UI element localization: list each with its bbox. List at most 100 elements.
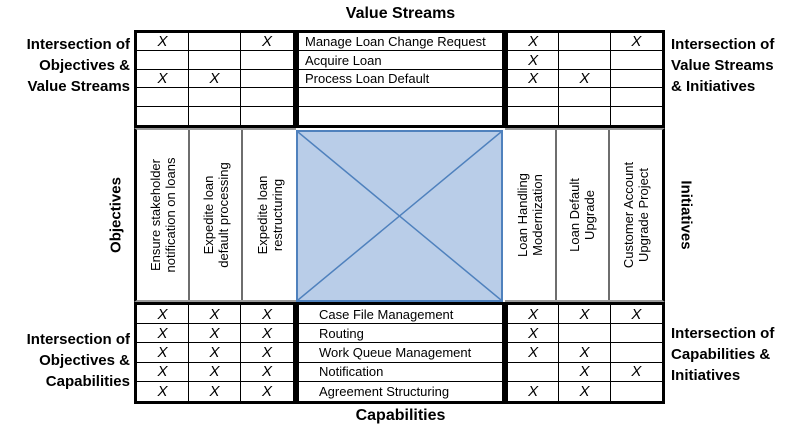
initiative-column-label: Loan Default Upgrade — [567, 178, 598, 252]
value-stream-item: Acquire Loan — [299, 51, 502, 70]
matrix-cell — [508, 106, 560, 125]
matrix-cell: X — [137, 305, 189, 325]
matrix-cell: X — [189, 343, 241, 363]
matrix-cell — [611, 382, 662, 401]
matrix-cell: X — [610, 363, 662, 382]
matrix-cell: X — [241, 324, 293, 344]
objective-column-label: Expedite loan restructuring — [254, 175, 285, 255]
capability-item: Routing — [299, 324, 502, 344]
matrix-cell — [189, 106, 241, 125]
matrix-cell: X — [508, 305, 560, 325]
matrix-objectives-capabilities: X X X X X X X X X X X X X X X — [134, 302, 296, 404]
matrix-cell: X — [137, 343, 189, 363]
objective-column-label: Expedite loan default processing — [200, 162, 231, 268]
matrix-cell — [508, 362, 560, 382]
matrix-cell: X — [137, 381, 189, 401]
matrix-cell — [559, 88, 611, 107]
capability-item: Notification — [299, 363, 502, 382]
matrix-cell: X — [559, 69, 611, 89]
value-stream-item: Manage Loan Change Request — [299, 33, 502, 52]
matrix-cell: X — [508, 343, 560, 363]
matrix-cell: X — [508, 33, 560, 52]
matrix-cell: X — [559, 362, 611, 382]
initiative-column-label: Loan Handling Modernization — [515, 173, 546, 257]
matrix-cell: X — [610, 33, 662, 52]
matrix-cell — [241, 88, 293, 107]
matrix-cell — [610, 324, 662, 344]
capabilities-list: Case File Management Routing Work Queue … — [296, 302, 505, 404]
objective-column-label: Ensure stakeholder notification on loans — [147, 157, 178, 273]
initiative-column: Loan Default Upgrade — [557, 130, 610, 300]
matrix-cell — [189, 51, 241, 70]
label-intersection-objectives-value-streams: Intersection of Objectives & Value Strea… — [26, 36, 130, 95]
initiatives-column-headers: Loan Handling Modernization Loan Default… — [505, 128, 665, 302]
capabilities-title: Capabilities — [355, 407, 446, 424]
matrix-cell — [559, 33, 611, 52]
matrix-cell — [137, 88, 189, 107]
objectives-column-headers: Ensure stakeholder notification on loans… — [134, 128, 296, 302]
matrix-cell — [610, 70, 662, 89]
matrix-cell — [241, 107, 293, 125]
matrix-cell — [611, 107, 662, 125]
matrix-cell — [241, 51, 293, 70]
objective-column: Ensure stakeholder notification on loans — [137, 130, 190, 300]
objectives-side-title-text: Objectives — [107, 177, 125, 253]
diagonal-cross-box — [296, 130, 503, 302]
matrix-cell: X — [559, 305, 611, 325]
initiative-column: Customer Account Upgrade Project — [610, 130, 662, 300]
matrix-cell: X — [189, 69, 241, 89]
matrix-cell: X — [508, 324, 560, 344]
cross-diagonals-icon — [298, 132, 501, 300]
matrix-cell: X — [508, 69, 560, 89]
matrix-cell: X — [137, 324, 189, 344]
capability-item: Work Queue Management — [299, 343, 502, 363]
initiative-column: Loan Handling Modernization — [505, 130, 558, 300]
matrix-cell — [610, 88, 662, 107]
value-stream-item — [299, 107, 502, 125]
label-intersection-capabilities-initiatives: Intersection of Capabilities & Initiativ… — [671, 325, 775, 384]
matrix-cell — [508, 88, 560, 107]
matrix-cell: X — [241, 363, 293, 382]
matrix-cell — [559, 106, 611, 125]
matrix-value-streams-initiatives: X X X X X — [505, 30, 665, 128]
matrix-cell: X — [189, 305, 241, 325]
initiatives-side-title-text: Initiatives — [677, 180, 695, 250]
value-stream-item: Process Loan Default — [299, 70, 502, 89]
matrix-cell: X — [189, 381, 241, 401]
matrix-cell — [610, 343, 662, 363]
initiatives-side-title: Initiatives — [668, 128, 704, 302]
matrix-cell: X — [241, 343, 293, 363]
value-streams-title: Value Streams — [345, 5, 456, 22]
matrix-cell: X — [137, 69, 189, 89]
objective-column: Expedite loan restructuring — [243, 130, 296, 300]
matrix-cell: X — [189, 362, 241, 382]
matrix-capabilities-initiatives: X X X X X X X X X X — [505, 302, 665, 404]
matrix-cell: X — [137, 362, 189, 382]
objective-column: Expedite loan default processing — [190, 130, 243, 300]
matrix-cell — [137, 51, 189, 70]
matrix-cell — [189, 33, 241, 52]
matrix-cell — [241, 70, 293, 89]
matrix-cell: X — [610, 305, 662, 325]
matrix-cell: X — [508, 51, 560, 70]
value-stream-item — [299, 88, 502, 107]
label-intersection-value-streams-initiatives: Intersection of Value Streams & Initiati… — [671, 36, 775, 95]
matrix-cell: X — [241, 305, 293, 325]
matrix-cell — [189, 88, 241, 107]
matrix-cell: X — [189, 324, 241, 344]
matrix-cell: X — [261, 382, 272, 400]
matrix-cell: X — [137, 33, 189, 52]
matrix-cell — [610, 51, 662, 70]
capability-item: Case File Management — [299, 305, 502, 325]
matrix-objectives-value-streams: X X X X — [134, 30, 296, 128]
matrix-cell — [559, 324, 611, 344]
matrix-cell: X — [241, 33, 293, 52]
matrix-cell: X — [559, 343, 611, 363]
label-intersection-objectives-capabilities: Intersection of Objectives & Capabilitie… — [26, 331, 130, 390]
capability-item: Agreement Structuring — [319, 383, 450, 399]
objectives-side-title: Objectives — [98, 128, 134, 302]
matrix-cell: X — [559, 381, 611, 401]
value-streams-list: Manage Loan Change Request Acquire Loan … — [296, 30, 505, 128]
matrix-cell: X — [508, 381, 560, 401]
